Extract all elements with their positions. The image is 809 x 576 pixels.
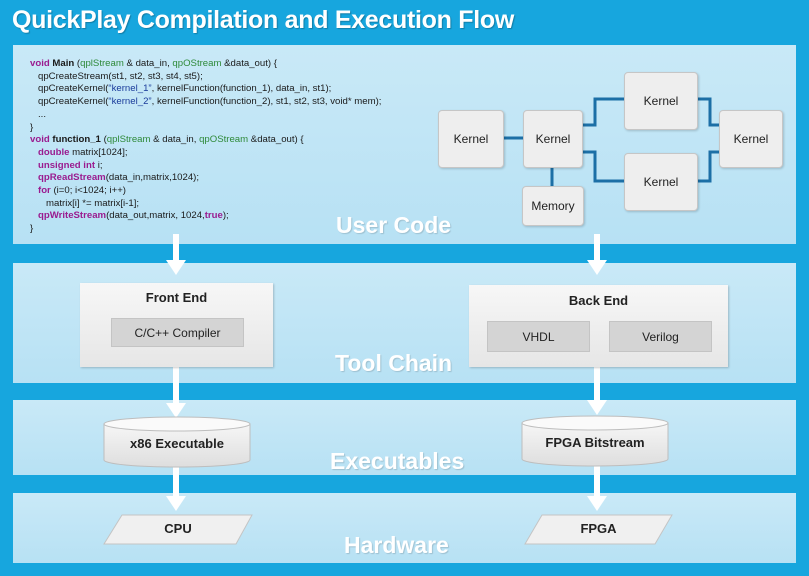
code-line: qpReadStream(data_in,matrix,1024);	[38, 172, 200, 184]
code-line: }	[30, 223, 34, 235]
code-line: }	[30, 121, 34, 133]
code-line: matrix[i] *= matrix[i-1];	[46, 197, 140, 209]
memory-node: Memory	[522, 186, 584, 226]
code-line: qpWriteStream(data_out,matrix, 1024,true…	[38, 210, 229, 222]
kernel-graph-links	[503, 97, 720, 187]
fpga-bitstream-cylinder	[521, 415, 669, 467]
code-line: qpCreateStream(st1, st2, st3, st4, st5);	[38, 70, 203, 82]
front-end-title: Front End	[145, 290, 208, 305]
code-line: qpCreateKernel(“kernel_1”, kernelFunctio…	[38, 83, 332, 95]
verilog-chip: Verilog	[609, 321, 712, 352]
code-line: double matrix[1024];	[38, 146, 128, 158]
vhdl-chip: VHDL	[487, 321, 590, 352]
flow-arrows	[166, 234, 607, 511]
x86-executable-cylinder	[103, 416, 251, 468]
fpga-bitstream-label: FPGA Bitstream	[545, 435, 645, 450]
x86-executable-box: x86 Executable	[104, 432, 250, 456]
code-line: void function_1 (qplStream & data_in, qp…	[30, 134, 304, 146]
executables-label: Executables	[330, 448, 465, 474]
fpga-label: FPGA	[580, 521, 617, 536]
fpga-bitstream-box: FPGA Bitstream	[522, 431, 668, 455]
kernel-node-center: Kernel	[523, 110, 583, 168]
cpu-label: CPU	[164, 521, 192, 536]
cpu-parallelogram	[103, 514, 253, 545]
kernel-node-bottom: Kernel	[624, 153, 698, 211]
code-line: ...	[38, 108, 46, 120]
kernel-node-top: Kernel	[624, 72, 698, 130]
user-code-label: User Code	[336, 212, 452, 238]
tool-chain-label: Tool Chain	[335, 350, 453, 376]
code-line: qpCreateKernel(“kernel_2”, kernelFunctio…	[38, 96, 382, 108]
diagram-title: QuickPlay Compilation and Execution Flow	[12, 6, 514, 34]
compiler-chip: C/C++ Compiler	[111, 318, 244, 347]
back-end-panel: Back End VHDL Verilog	[469, 285, 728, 367]
kernel-node-right: Kernel	[719, 110, 783, 168]
kernel-node-left: Kernel	[438, 110, 504, 168]
back-end-title: Back End	[568, 293, 629, 308]
code-line: void Main (qplStream & data_in, qpOStrea…	[30, 58, 277, 69]
hardware-label: Hardware	[344, 532, 449, 558]
code-listing: void Main (qplStream & data_in, qpOStrea…	[30, 58, 381, 236]
front-end-panel: Front End C/C++ Compiler	[80, 283, 273, 367]
code-line: for (i=0; i<1024; i++)	[38, 185, 126, 197]
x86-executable-label: x86 Executable	[130, 436, 224, 451]
code-line: unsigned int i;	[38, 159, 103, 171]
fpga-parallelogram	[524, 514, 673, 545]
